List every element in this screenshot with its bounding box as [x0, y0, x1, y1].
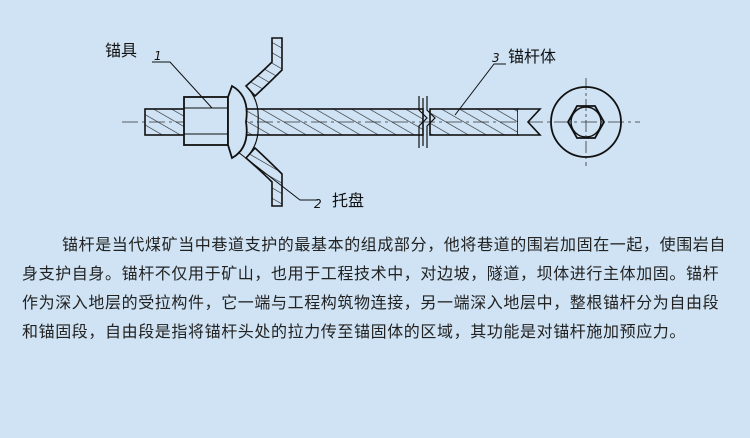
description-paragraph: 锚杆是当代煤矿当中巷道支护的最基本的组成部分，他将巷道的围岩加固在一起，使围岩自… [22, 235, 727, 341]
part-2-number: 2 [314, 197, 322, 211]
anchor-bolt-diagram: 锚具 1 2 托盘 3 锚杆体 [105, 37, 640, 211]
leader-3 [454, 63, 506, 116]
leader-2 [237, 151, 318, 201]
part-1-number: 1 [154, 49, 162, 63]
part-3-number: 3 [492, 51, 500, 65]
end-view [550, 78, 622, 166]
tray-plate [244, 37, 283, 207]
nut [183, 96, 229, 146]
leader-1 [152, 61, 213, 109]
spherical-washer [227, 84, 248, 160]
part-3-label: 锚杆体 [508, 47, 556, 66]
part-1-label: 锚具 [105, 41, 137, 60]
part-2-label: 托盘 [332, 191, 364, 210]
